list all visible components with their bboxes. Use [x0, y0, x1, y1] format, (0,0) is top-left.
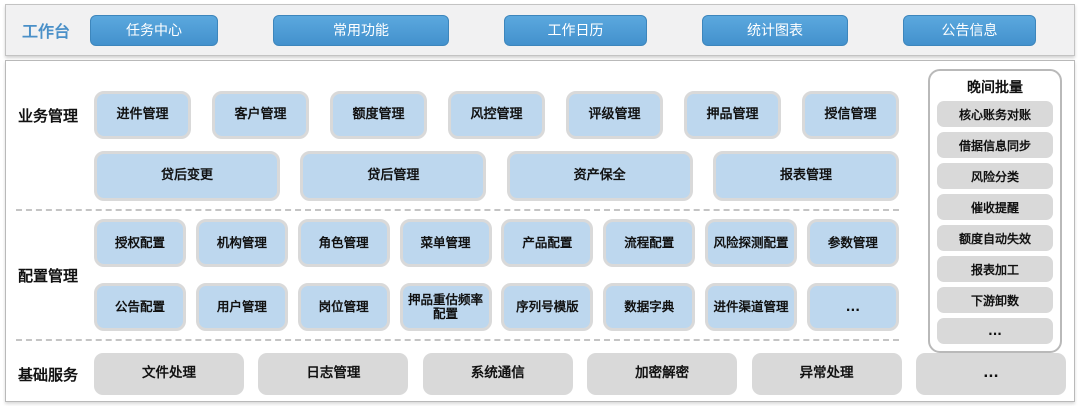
service-box[interactable]: 异常处理 [751, 353, 902, 395]
business-rows: 进件管理客户管理额度管理风控管理评级管理押品管理授信管理 贷后变更贷后管理资产保… [94, 91, 899, 201]
section-config-management: 配置管理 授权配置机构管理角色管理菜单管理产品配置流程配置风险探测配置参数管理 … [16, 219, 899, 331]
module-box[interactable]: 授信管理 [802, 91, 899, 139]
module-box[interactable]: 贷后管理 [300, 151, 487, 201]
dashed-divider-2 [16, 339, 899, 341]
module-box[interactable]: 额度管理 [330, 91, 427, 139]
section-base-services: 基础服务 文件处理日志管理系统通信加密解密异常处理... [16, 353, 1066, 395]
module-box[interactable]: 产品配置 [501, 219, 594, 267]
module-box[interactable]: 押品重估频率配置 [399, 283, 492, 331]
module-box[interactable]: ... [806, 283, 899, 331]
module-box[interactable]: 岗位管理 [297, 283, 390, 331]
dashed-divider-1 [16, 209, 899, 211]
module-box[interactable]: 评级管理 [566, 91, 663, 139]
service-box[interactable]: 文件处理 [94, 353, 244, 395]
workbench-buttons: 任务中心 常用功能 工作日历 统计图表 公告信息 [90, 14, 1036, 46]
night-batch-items: 核心账务对账借据信息同步风险分类催收提醒额度自动失效报表加工下游卸数... [937, 101, 1053, 344]
workbench-button[interactable]: 工作日历 [504, 14, 647, 46]
module-box[interactable]: 机构管理 [195, 219, 288, 267]
module-box[interactable]: 押品管理 [684, 91, 781, 139]
modules-content: 业务管理 进件管理客户管理额度管理风控管理评级管理押品管理授信管理 贷后变更贷后… [16, 91, 899, 341]
night-batch-item[interactable]: 借据信息同步 [937, 132, 1053, 158]
module-box[interactable]: 序列号模版 [501, 283, 594, 331]
config-row-1: 授权配置机构管理角色管理菜单管理产品配置流程配置风险探测配置参数管理 [94, 219, 899, 267]
night-batch-item[interactable]: 报表加工 [937, 256, 1053, 282]
workbench-bar: 工作台 任务中心 常用功能 工作日历 统计图表 公告信息 [5, 4, 1075, 56]
section-label-config: 配置管理 [18, 266, 79, 285]
night-batch-panel: 晚间批量 核心账务对账借据信息同步风险分类催收提醒额度自动失效报表加工下游卸数.… [928, 69, 1062, 353]
module-box[interactable]: 数据字典 [603, 283, 696, 331]
section-label-business: 业务管理 [18, 107, 79, 125]
module-box[interactable]: 贷后变更 [94, 151, 280, 201]
config-rows: 授权配置机构管理角色管理菜单管理产品配置流程配置风险探测配置参数管理 公告配置用… [94, 219, 899, 331]
module-box[interactable]: 流程配置 [603, 219, 696, 267]
config-row-2: 公告配置用户管理岗位管理押品重估频率配置序列号模版数据字典进件渠道管理... [94, 283, 899, 331]
module-box[interactable]: 报表管理 [712, 151, 899, 201]
night-batch-item[interactable]: ... [937, 318, 1053, 344]
module-box[interactable]: 进件管理 [94, 91, 191, 139]
workbench-button[interactable]: 公告信息 [903, 14, 1036, 46]
service-box[interactable]: 系统通信 [422, 353, 573, 395]
night-batch-item[interactable]: 风险分类 [937, 163, 1053, 189]
business-row-1: 进件管理客户管理额度管理风控管理评级管理押品管理授信管理 [94, 91, 899, 139]
module-box[interactable]: 进件渠道管理 [705, 283, 798, 331]
module-box[interactable]: 客户管理 [212, 91, 309, 139]
night-batch-item[interactable]: 核心账务对账 [937, 101, 1053, 127]
module-box[interactable]: 菜单管理 [399, 219, 492, 267]
module-box[interactable]: 角色管理 [297, 219, 390, 267]
service-box[interactable]: 日志管理 [258, 353, 409, 395]
business-row-2: 贷后变更贷后管理资产保全报表管理 [94, 151, 899, 201]
night-batch-item[interactable]: 催收提醒 [937, 194, 1053, 220]
modules-panel: 业务管理 进件管理客户管理额度管理风控管理评级管理押品管理授信管理 贷后变更贷后… [5, 60, 1075, 402]
module-box[interactable]: 参数管理 [806, 219, 899, 267]
base-row: 文件处理日志管理系统通信加密解密异常处理... [94, 353, 1066, 395]
section-business-management: 业务管理 进件管理客户管理额度管理风控管理评级管理押品管理授信管理 贷后变更贷后… [16, 91, 899, 201]
service-box[interactable]: ... [915, 353, 1066, 395]
module-box[interactable]: 风控管理 [448, 91, 545, 139]
workbench-label: 工作台 [22, 22, 71, 41]
module-box[interactable]: 公告配置 [94, 283, 186, 331]
night-batch-title: 晚间批量 [967, 80, 1023, 96]
night-batch-item[interactable]: 下游卸数 [937, 287, 1053, 313]
module-box[interactable]: 风险探测配置 [705, 219, 798, 267]
module-box[interactable]: 用户管理 [195, 283, 288, 331]
section-label-base: 基础服务 [18, 365, 79, 384]
workbench-button[interactable]: 任务中心 [90, 14, 218, 46]
service-box[interactable]: 加密解密 [587, 353, 738, 395]
module-box[interactable]: 授权配置 [94, 219, 186, 267]
night-batch-item[interactable]: 额度自动失效 [937, 225, 1053, 251]
workbench-button[interactable]: 统计图表 [702, 14, 848, 46]
module-box[interactable]: 资产保全 [506, 151, 693, 201]
workbench-button[interactable]: 常用功能 [273, 14, 449, 46]
